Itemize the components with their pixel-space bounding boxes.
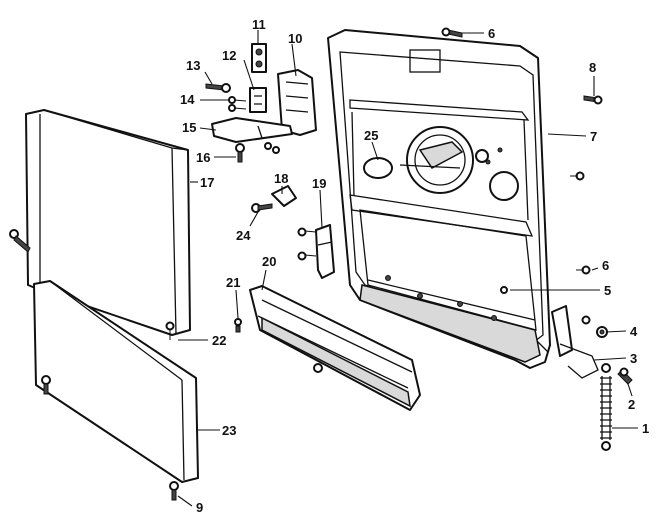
- callout-17: 17: [200, 175, 214, 190]
- latch-bracket: [271, 185, 599, 379]
- callout-8: 8: [589, 60, 596, 75]
- callout-13: 13: [186, 58, 200, 73]
- callout-24: 24: [236, 228, 251, 243]
- callout-2: 2: [628, 397, 635, 412]
- callout-16: 16: [196, 150, 210, 165]
- callout-25: 25: [364, 128, 378, 143]
- callout-20: 20: [262, 254, 276, 269]
- callout-23: 23: [222, 423, 236, 438]
- lower-access-panel: [33, 280, 199, 483]
- callout-11: 11: [252, 17, 266, 32]
- callout-21: 21: [226, 275, 240, 290]
- leader-lines: [177, 30, 638, 507]
- callout-labels: 1 2 3 4 5 6 6 7 8 9 10 11 12 13 14 15 16…: [180, 17, 649, 515]
- outer-door-panel: [25, 109, 191, 336]
- callout-4: 4: [630, 324, 638, 339]
- callout-7: 7: [590, 129, 597, 144]
- inner-door-panel: [327, 29, 551, 369]
- callout-3: 3: [630, 351, 637, 366]
- callout-22: 22: [212, 333, 226, 348]
- kick-plate: [249, 285, 421, 411]
- callout-12: 12: [222, 48, 236, 63]
- callout-15: 15: [182, 120, 196, 135]
- hinge-bracket-assembly: [211, 43, 317, 143]
- screw-fasteners: [9, 27, 633, 501]
- callout-6-top: 6: [488, 26, 495, 41]
- door-spring: [600, 363, 612, 451]
- callout-6-side: 6: [602, 258, 609, 273]
- callout-14: 14: [180, 92, 195, 107]
- callout-1: 1: [642, 421, 649, 436]
- callout-10: 10: [288, 31, 302, 46]
- callout-19: 19: [312, 176, 326, 191]
- callout-5: 5: [604, 283, 611, 298]
- callout-9: 9: [196, 500, 203, 515]
- callout-18: 18: [274, 171, 288, 186]
